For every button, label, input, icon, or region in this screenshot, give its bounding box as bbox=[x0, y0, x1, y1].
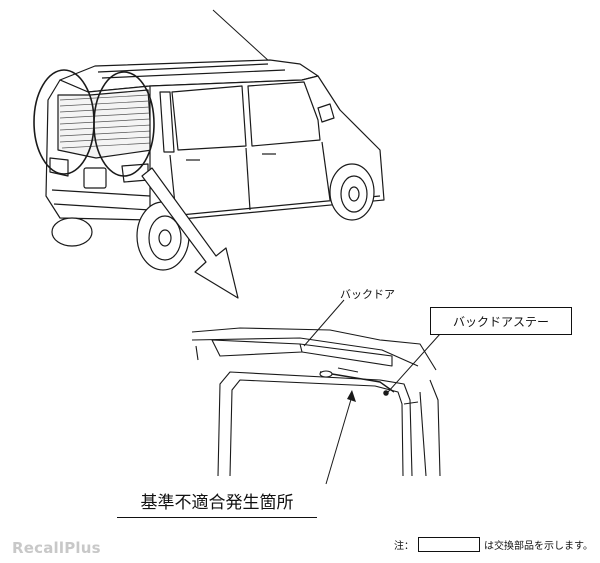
leader-lines bbox=[303, 299, 441, 485]
replacement-part-legend-box bbox=[418, 536, 480, 552]
callout-arrow bbox=[141, 167, 239, 299]
note-suffix: は交換部品を示します。 bbox=[484, 540, 593, 552]
vehicle-illustration bbox=[33, 9, 385, 271]
watermark: RecallPlus bbox=[12, 539, 101, 557]
note-prefix: 注： bbox=[394, 540, 414, 552]
back-door-label: バックドア bbox=[340, 288, 395, 301]
defect-location-label: 基準不適合発生箇所 bbox=[117, 484, 317, 518]
detail-illustration bbox=[191, 327, 441, 477]
legend-note: 注： は交換部品を示します。 bbox=[394, 535, 593, 553]
back-door-stay-label: バックドアステー bbox=[430, 307, 572, 335]
defect-arrowhead bbox=[347, 390, 356, 402]
